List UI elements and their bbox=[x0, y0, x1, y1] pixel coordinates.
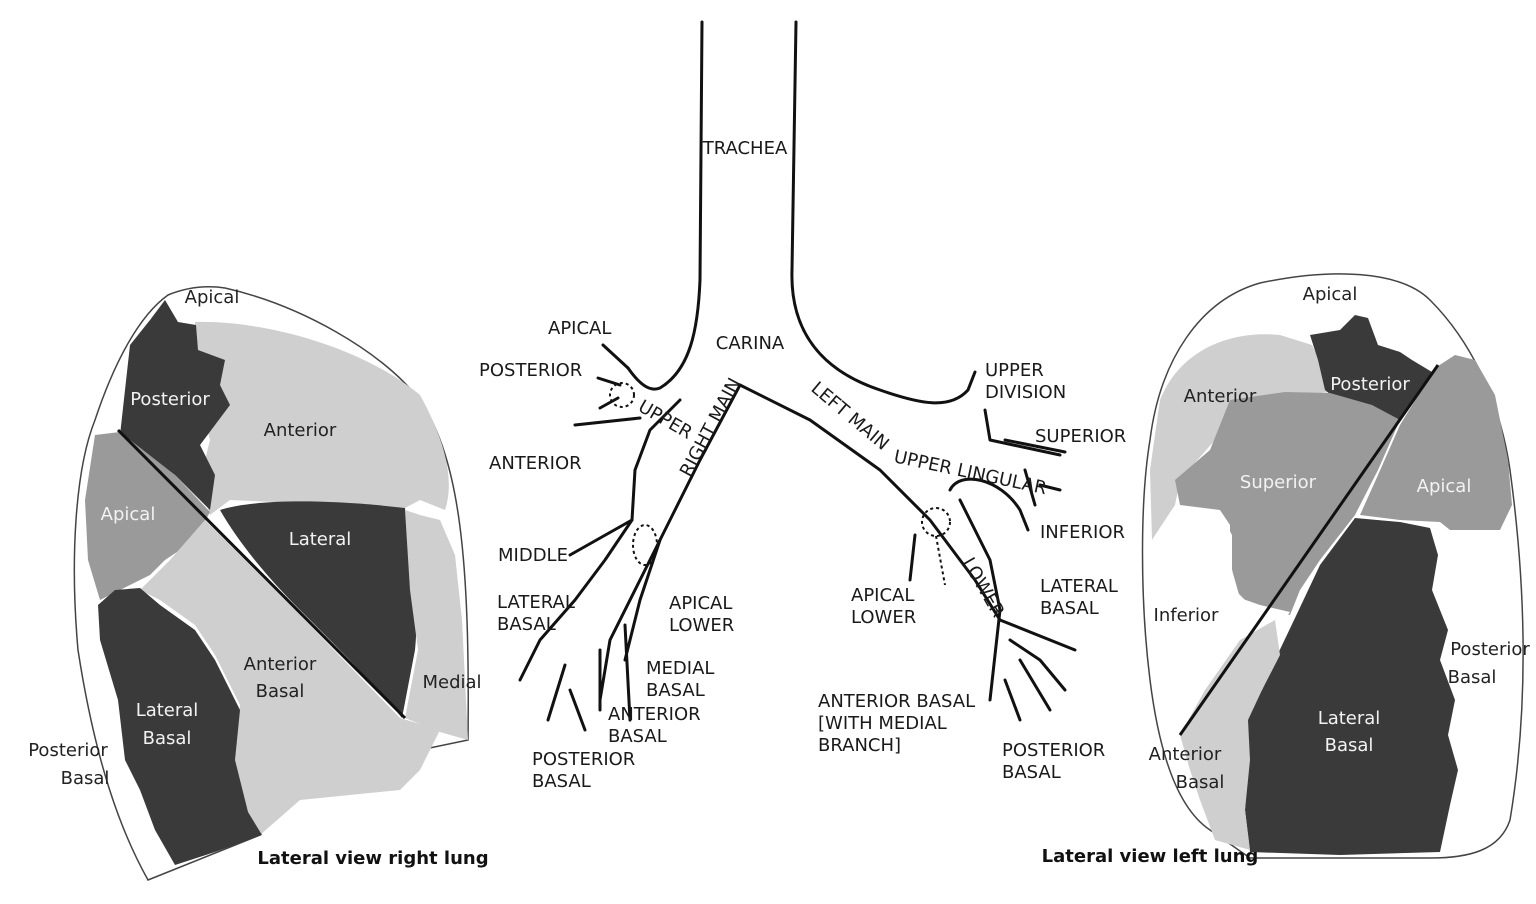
left-anterior-basal-label-3: BRANCH] bbox=[818, 735, 901, 756]
left-superior-label: Superior bbox=[1240, 472, 1317, 493]
right-posterior-basal-label-2: Basal bbox=[61, 768, 110, 789]
left-lateral-basal-branch bbox=[1000, 620, 1075, 650]
right-lateral-basal-label-2: BASAL bbox=[497, 614, 556, 635]
right-lower-dotted-loop bbox=[633, 525, 657, 565]
medial-basal-label-1: MEDIAL bbox=[646, 658, 714, 679]
left-apical-lower-label-1: APICAL bbox=[851, 585, 914, 606]
apical-bronchus-label: APICAL bbox=[548, 318, 611, 339]
left-lower-branch-c bbox=[1005, 680, 1020, 720]
left-apical-lower-label-2: LOWER bbox=[851, 607, 916, 628]
left-lateral-basal-label-2: Basal bbox=[1325, 735, 1374, 756]
upper-lingular-label: UPPER LINGULAR bbox=[892, 446, 1049, 499]
bronchial-tree: TRACHEA CARINA RIGHT MAIN UPPER LEFT MAI… bbox=[479, 22, 1126, 792]
right-lung-anterior-region bbox=[195, 322, 449, 515]
right-lateral-label: Lateral bbox=[289, 529, 352, 550]
upper-division-label-2: DIVISION bbox=[985, 382, 1066, 403]
right-lateral-basal-label-2: Basal bbox=[143, 728, 192, 749]
carina-label: CARINA bbox=[716, 333, 785, 354]
right-posterior-basal-label-1: POSTERIOR bbox=[532, 749, 635, 770]
left-posterior-basal-label-2: Basal bbox=[1448, 667, 1497, 688]
right-apical-branch bbox=[603, 345, 628, 368]
left-anterior-basal-label-2: [WITH MEDIAL bbox=[818, 713, 947, 734]
right-anterior-basal-label-2: BASAL bbox=[608, 726, 667, 747]
superior-bronchus-label: SUPERIOR bbox=[1035, 426, 1126, 447]
right-lateral-basal-label-1: Lateral bbox=[136, 700, 199, 721]
right-anterior-basal-label-1: ANTERIOR bbox=[608, 704, 701, 725]
left-lung: Apical Anterior Posterior Superior Apica… bbox=[1042, 274, 1531, 867]
left-anterior-basal-label-1: Anterior bbox=[1149, 744, 1222, 765]
right-anterior-basal-label-2: Basal bbox=[256, 681, 305, 702]
upper-division-label-1: UPPER bbox=[985, 360, 1044, 381]
right-medial-label: Medial bbox=[422, 672, 481, 693]
right-apical-top-label: Apical bbox=[185, 287, 240, 308]
left-lateral-basal-label-1: LATERAL bbox=[1040, 576, 1118, 597]
right-anterior-basal-label-1: Anterior bbox=[244, 654, 317, 675]
left-posterior-label: Posterior bbox=[1330, 374, 1410, 395]
anterior-bronchus-label: ANTERIOR bbox=[489, 453, 582, 474]
medial-basal-label-2: BASAL bbox=[646, 680, 705, 701]
right-lower-branch-e bbox=[570, 690, 585, 730]
left-lower-dotted-stem bbox=[936, 536, 945, 585]
left-anterior-basal-label-2: Basal bbox=[1176, 772, 1225, 793]
posterior-bronchus-label: POSTERIOR bbox=[479, 360, 582, 381]
left-posterior-basal-label-1: Posterior bbox=[1450, 639, 1530, 660]
upper-label: UPPER bbox=[635, 396, 696, 444]
inferior-bronchus-label: INFERIOR bbox=[1040, 522, 1125, 543]
left-posterior-basal-label-1: POSTERIOR bbox=[1002, 740, 1105, 761]
right-posterior-basal-label-1: Posterior bbox=[28, 740, 108, 761]
left-anterior-label: Anterior bbox=[1184, 386, 1257, 407]
right-anterior-branch bbox=[575, 418, 640, 425]
middle-bronchus-label: MIDDLE bbox=[498, 545, 568, 566]
right-posterior-basal-label-2: BASAL bbox=[532, 771, 591, 792]
right-posterior-branch bbox=[598, 378, 620, 408]
right-lower-branch-d bbox=[548, 665, 565, 720]
right-lung-caption: Lateral view right lung bbox=[257, 848, 488, 869]
right-middle-branch bbox=[570, 520, 632, 555]
left-apical-lower-branch bbox=[910, 535, 915, 580]
right-lateral-basal-label-1: LATERAL bbox=[497, 592, 575, 613]
right-apical-lower-label-2: LOWER bbox=[669, 615, 734, 636]
lower-label: LOWER bbox=[958, 554, 1009, 621]
trachea-label: TRACHEA bbox=[702, 138, 788, 159]
left-apical-label: Apical bbox=[1417, 476, 1472, 497]
right-apical-lower-label-1: APICAL bbox=[669, 593, 732, 614]
left-posterior-basal-label-2: BASAL bbox=[1002, 762, 1061, 783]
left-apical-top-label: Apical bbox=[1303, 284, 1358, 305]
left-lower-branch-a bbox=[1010, 640, 1065, 690]
right-posterior-label: Posterior bbox=[130, 389, 210, 410]
left-lateral-basal-label-1: Lateral bbox=[1318, 708, 1381, 729]
left-lung-caption: Lateral view left lung bbox=[1042, 846, 1259, 867]
left-anterior-basal-label-1: ANTERIOR BASAL bbox=[818, 691, 975, 712]
right-anterior-label: Anterior bbox=[264, 420, 337, 441]
left-inferior-label: Inferior bbox=[1154, 605, 1220, 626]
right-lung: Apical Posterior Anterior Apical Lateral… bbox=[28, 287, 488, 880]
left-lower-dotted-loop bbox=[922, 508, 950, 536]
left-lateral-basal-label-2: BASAL bbox=[1040, 598, 1099, 619]
right-apical-label: Apical bbox=[101, 504, 156, 525]
trachea-wall-left bbox=[628, 22, 702, 389]
trachea-wall-right bbox=[792, 22, 975, 403]
right-upper-dotted-loop bbox=[610, 383, 634, 407]
